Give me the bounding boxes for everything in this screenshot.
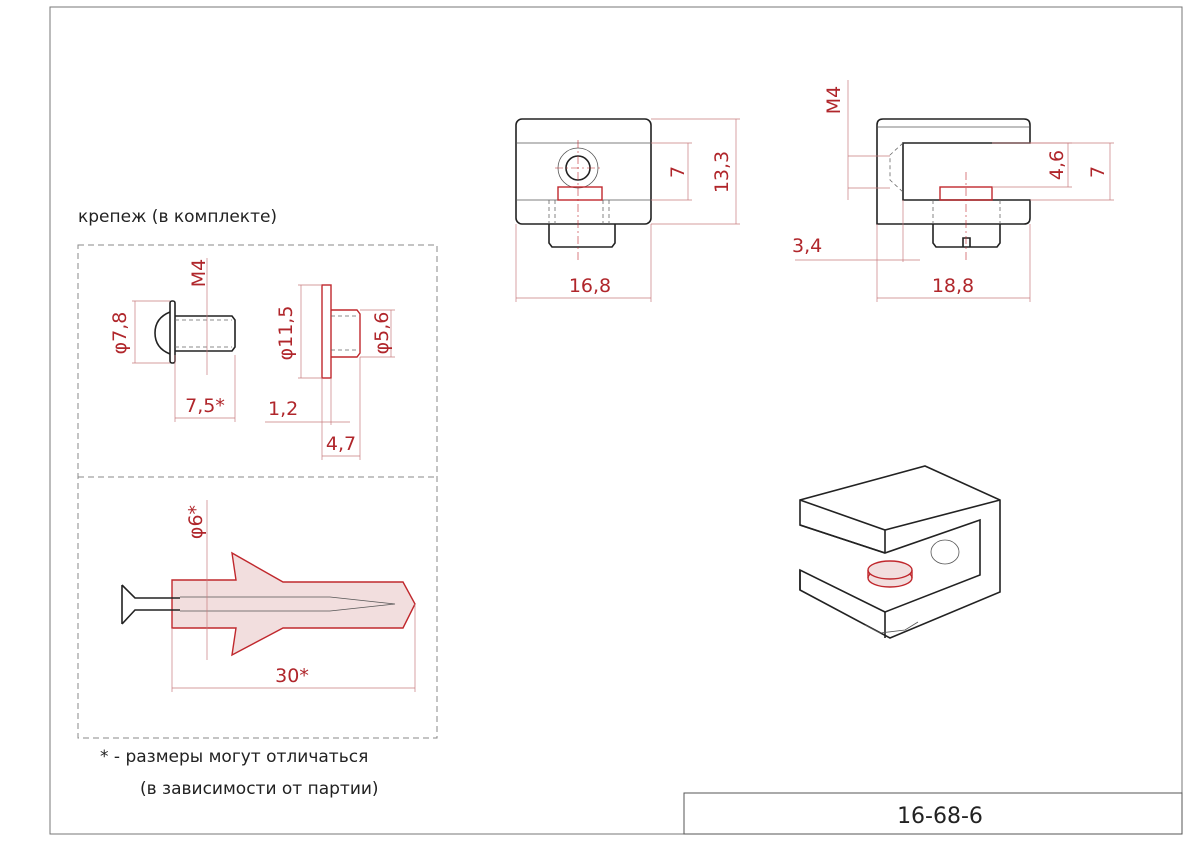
dim-depth: 18,8 <box>932 275 974 297</box>
washer: φ11,5 φ5,6 1,2 4,7 <box>265 284 395 460</box>
dim-dowel-dia: φ6* <box>185 505 207 539</box>
dim-wall: 3,4 <box>792 235 822 257</box>
dim-slot: 7 <box>667 166 689 178</box>
fasteners-box <box>77 244 438 739</box>
dim-head-dia: φ7,8 <box>109 312 131 355</box>
dim-washer-total: 4,7 <box>326 433 356 455</box>
dim-screw-length: 7,5* <box>185 395 225 417</box>
dim-slot-side: 7 <box>1087 166 1109 178</box>
dim-dowel-length: 30* <box>275 665 309 687</box>
dim-width: 16,8 <box>569 275 611 297</box>
dim-washer-thickness: 1,2 <box>268 398 298 420</box>
dim-height: 13,3 <box>711 151 733 193</box>
dim-screw-thread: M4 <box>188 259 210 287</box>
dowel: φ6* 30* <box>121 500 416 692</box>
dim-washer-dia: φ11,5 <box>275 306 297 361</box>
isometric-view <box>799 465 1001 639</box>
sheet-border <box>49 6 1183 835</box>
side-view: M4 4,6 7 3,4 18,8 <box>792 80 1114 302</box>
dim-collar-dia: φ5,6 <box>371 312 393 355</box>
front-view: 16,8 7 13,3 <box>515 118 740 302</box>
fasteners-caption: крепеж (в комплекте) <box>78 207 277 227</box>
footnote-line1: * - размеры могут отличаться <box>100 747 368 767</box>
part-number: 16-68-6 <box>897 804 983 829</box>
dim-inner: 4,6 <box>1046 150 1068 180</box>
dim-thread: M4 <box>823 86 845 114</box>
screw: φ7,8 M4 7,5* <box>109 258 236 422</box>
footnote-line2: (в зависимости от партии) <box>140 779 379 799</box>
title-block: 16-68-6 <box>683 792 1183 835</box>
